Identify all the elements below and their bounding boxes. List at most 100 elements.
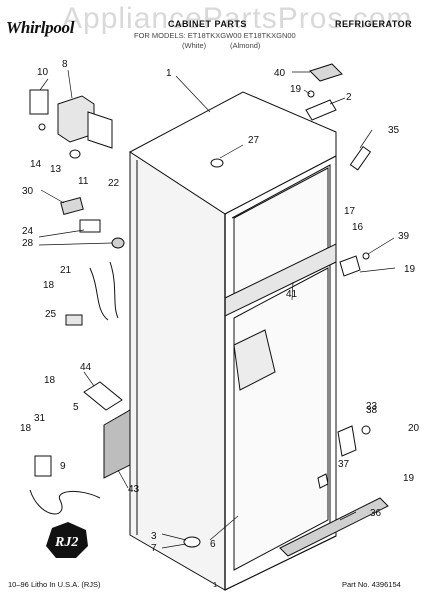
cabinet-side: [129, 151, 226, 591]
callout-8: 8: [62, 59, 68, 70]
leader-1: [175, 75, 211, 113]
callout-5: 5: [73, 402, 79, 413]
leader-39: [367, 237, 395, 255]
leader-43: [117, 469, 129, 489]
hinge-cover-part: [309, 63, 343, 82]
callout-40: 40: [274, 68, 286, 79]
switch-part: [60, 197, 84, 215]
wire-harness-part-2: [109, 261, 119, 319]
badge-text: RJ2: [54, 535, 78, 550]
color-white-label: (White): [182, 41, 207, 50]
washer-part: [362, 252, 370, 260]
junction-box-part: [83, 381, 123, 411]
screw-part: [38, 123, 46, 131]
watermark: AppliancePartsPros.com: [62, 2, 413, 35]
leader-30: [40, 189, 65, 204]
callout-27: 27: [248, 135, 260, 146]
bottom-edge: [224, 535, 337, 591]
callout-25: 25: [45, 309, 57, 320]
callout-38: 38: [366, 405, 378, 416]
category-label: REFRIGERATOR: [335, 19, 413, 29]
callout-18c: 18: [20, 423, 32, 434]
power-cord-part: [29, 489, 101, 515]
leader-41: [291, 281, 294, 301]
callout-37: 37: [338, 459, 350, 470]
leader-44: [83, 371, 95, 387]
bracket-part: [87, 111, 113, 149]
leader-10: [39, 78, 49, 91]
leader-lines: [38, 69, 396, 549]
leader-24: [38, 229, 85, 238]
leader-36: [339, 511, 357, 521]
footer-litho: 10–96 Litho In U.S.A. (RJS): [8, 580, 101, 589]
callout-24: 24: [22, 226, 34, 237]
cabinet-drawing: [129, 91, 337, 591]
callout-17: 17: [344, 206, 356, 217]
callout-21: 21: [60, 265, 72, 276]
callout-9: 9: [60, 461, 66, 472]
thermostat-part: [79, 219, 101, 233]
rj2-badge: RJ2: [46, 522, 88, 558]
leader-2: [329, 97, 346, 105]
leader-3: [161, 533, 187, 541]
callout-22: 22: [108, 178, 120, 189]
plug-part: [210, 158, 224, 168]
badge-shape: [46, 522, 88, 558]
crisper-housing: [233, 329, 276, 391]
color-almond-label: (Almond): [230, 41, 261, 50]
toe-grille-part: [279, 497, 389, 557]
spacer-part: [361, 425, 371, 435]
leader-7: [161, 543, 187, 549]
wire-harness-part: [89, 267, 109, 321]
callout-1: 1: [166, 68, 172, 79]
footer-page-number: 1: [213, 580, 218, 589]
callout-41: 41: [286, 289, 298, 300]
callout-43: 43: [128, 484, 140, 495]
hinge-pin-part: [349, 145, 372, 171]
middle-hinge-part: [339, 255, 361, 277]
callout-10: 10: [37, 67, 49, 78]
footer-part-number: Part No. 4396154: [342, 580, 401, 589]
lamp-socket-part: [65, 314, 83, 326]
callout-13: 13: [50, 164, 62, 175]
hinge-screw: [307, 90, 315, 98]
brand-logo: Whirlpool: [6, 18, 75, 37]
front-inner-edge: [231, 164, 331, 528]
callout-23: 23: [366, 401, 378, 412]
fresh-food-compartment: [233, 267, 329, 571]
callout-39: 39: [398, 231, 410, 242]
grommet-part: [69, 149, 81, 159]
callout-18b: 18: [44, 375, 56, 386]
callout-28: 28: [22, 238, 34, 249]
leader-19b: [359, 267, 396, 273]
callout-35: 35: [388, 125, 400, 136]
callout-6: 6: [210, 539, 216, 550]
callout-2: 2: [346, 92, 352, 103]
leader-19a: [303, 89, 311, 95]
callout-11: 11: [78, 176, 89, 187]
callout-36: 36: [370, 508, 382, 519]
leader-8: [67, 69, 73, 99]
section-title: CABINET PARTS: [168, 19, 247, 29]
header: AppliancePartsPros.com Whirlpool CABINET…: [0, 0, 434, 62]
callout-30: 30: [22, 186, 34, 197]
leader-28: [38, 242, 113, 246]
part-drawings: [29, 63, 389, 557]
relay-cover-part: [29, 89, 49, 115]
callout-19c: 19: [403, 473, 415, 484]
roller-part: [183, 536, 201, 548]
knob-part: [111, 237, 125, 249]
callout-3: 3: [151, 531, 157, 542]
top-hinge-part: [305, 99, 337, 121]
leader-35: [359, 129, 373, 149]
clip-part: [317, 473, 329, 489]
callout-18a: 18: [43, 280, 55, 291]
callout-31: 31: [34, 413, 46, 424]
bottom-hinge-part: [337, 425, 357, 457]
insulation-part: [103, 409, 131, 479]
callout-19b: 19: [404, 264, 416, 275]
callout-7: 7: [151, 543, 157, 554]
leader-27: [219, 144, 244, 159]
callout-19a: 19: [290, 84, 302, 95]
